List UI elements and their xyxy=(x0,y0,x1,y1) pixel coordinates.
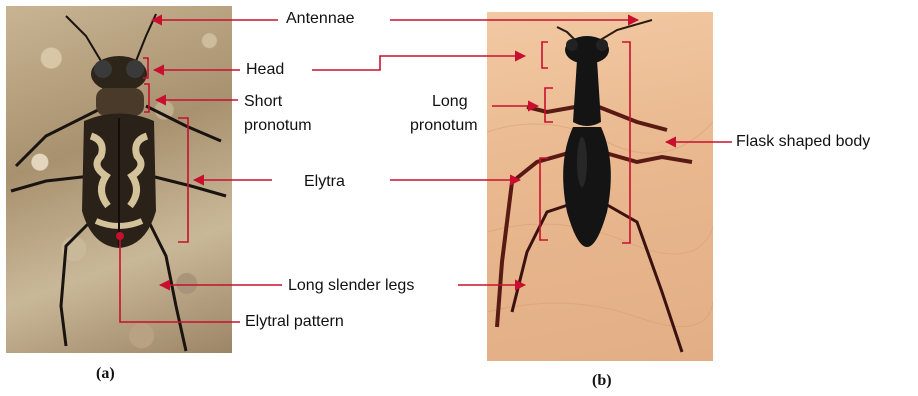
label-antennae: Antennae xyxy=(286,10,355,28)
label-head: Head xyxy=(246,61,284,79)
elytral-pattern-dot xyxy=(116,232,124,240)
body-bracket-b xyxy=(622,42,630,243)
label-elytra: Elytra xyxy=(304,173,345,191)
label-flask-shaped-body: Flask shaped body xyxy=(736,133,870,151)
head-bracket-b xyxy=(542,42,548,68)
caption-a: (a) xyxy=(96,365,115,383)
elytral-pattern-line xyxy=(120,238,240,322)
label-elytral-pattern: Elytral pattern xyxy=(245,313,344,331)
label-long-pronotum-line2: pronotum xyxy=(410,117,478,135)
elytra-bracket-a xyxy=(178,118,188,242)
long-pronotum-bracket xyxy=(545,88,553,122)
head-bracket-a xyxy=(143,58,148,78)
label-long-slender-legs: Long slender legs xyxy=(288,277,414,295)
elytra-bracket-b xyxy=(540,158,548,240)
label-short-pronotum-line2: pronotum xyxy=(244,117,312,135)
label-long-pronotum-line1: Long xyxy=(432,93,468,111)
caption-b: (b) xyxy=(592,372,612,390)
short-pronotum-bracket xyxy=(144,84,149,112)
label-short-pronotum-line1: Short xyxy=(244,93,282,111)
head-connector-b xyxy=(312,56,525,70)
